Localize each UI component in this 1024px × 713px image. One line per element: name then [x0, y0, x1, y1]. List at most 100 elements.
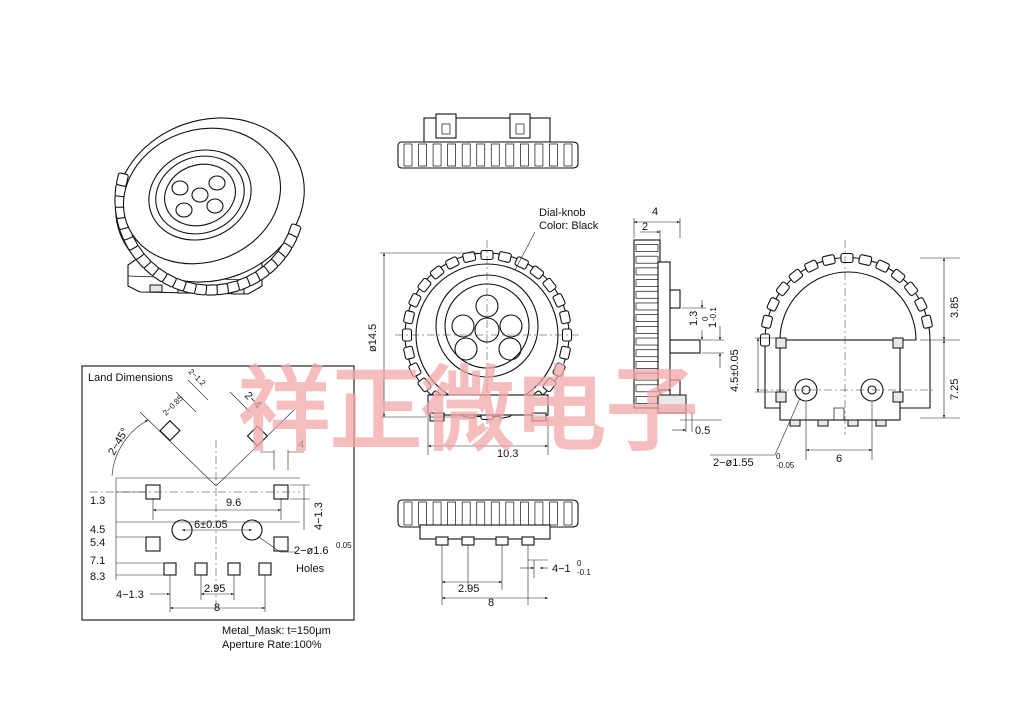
land-diag-4: 2−45° — [106, 426, 131, 457]
knurl-tooth — [445, 256, 460, 270]
rear-holes-sub: -0.05 — [776, 461, 795, 470]
land-dim-holes: 2−ø1.6 — [294, 545, 329, 557]
mask-line-1: Metal_Mask: t=150μm — [222, 625, 331, 637]
front-view: ø14.5 10.3 Dial-knob Color: Black — [367, 207, 599, 460]
knurl-tooth — [542, 377, 557, 393]
land-dim-9-6: 9.6 — [226, 497, 241, 509]
knurl-tooth — [914, 297, 928, 312]
knurl-tooth — [534, 143, 544, 167]
land-dim-6: 6±0.05 — [194, 519, 228, 531]
land-row-4-5: 4.5 — [90, 524, 105, 536]
bottom-dim-8: 8 — [488, 597, 494, 609]
knurl-tooth — [766, 297, 780, 312]
side-view: 4 2 1.3 1 0 -0.1 0.5 — [633, 206, 724, 437]
knurl-tooth — [559, 310, 571, 325]
bottom-dim-pins: 4−1 — [552, 563, 571, 575]
top-view — [397, 113, 579, 169]
land-title: Land Dimensions — [88, 372, 173, 384]
knurl-tooth — [761, 314, 773, 329]
isometric-view — [114, 117, 305, 296]
knurl-tooth — [840, 252, 854, 264]
side-dim-tol-sub: -0.1 — [709, 307, 718, 321]
rear-holes-label: 2−ø1.55 — [713, 457, 754, 469]
bottom-dim-pins-sup: 0 — [577, 559, 582, 568]
knurl-tooth — [559, 345, 571, 360]
land-dim-4-1-3: 4−1.3 — [116, 589, 144, 601]
knurl-tooth — [904, 281, 919, 297]
knurl-tooth — [542, 277, 557, 293]
knurl-tooth — [520, 143, 529, 167]
knurl-tooth — [408, 362, 422, 377]
knurl-tooth — [858, 254, 873, 266]
knurl-tooth — [417, 277, 432, 293]
knurl-tooth — [403, 501, 413, 526]
bottom-view: 2.95 8 4−1 0 -0.1 — [397, 499, 591, 609]
knurl-tooth — [635, 244, 659, 252]
land-diag-2: 2−0.85 — [161, 393, 185, 417]
knurl-tooth — [432, 143, 442, 167]
knurl-tooth — [788, 268, 804, 283]
knurl-tooth — [490, 143, 500, 167]
rear-dim-3-85: 3.85 — [949, 297, 961, 318]
knurl-tooth — [403, 310, 415, 325]
knurl-tooth — [476, 143, 486, 167]
knurl-tooth — [921, 314, 933, 329]
land-top-4: 4 — [298, 439, 304, 451]
side-dim-tol: 1 — [707, 322, 719, 328]
rear-dim-7-25: 7.25 — [949, 379, 961, 400]
land-dim-2-95: 2.95 — [204, 583, 225, 595]
rear-view: 3.85 7.25 4.5±0.05 6 2−ø1.55 0 -0.05 — [710, 240, 961, 470]
knurl-tooth — [418, 143, 427, 167]
side-dim-1-3: 1.3 — [688, 311, 700, 326]
knurl-tooth — [549, 501, 558, 526]
land-holes-label: Holes — [296, 563, 325, 575]
mask-line-2: Aperture Rate:100% — [222, 639, 322, 651]
land-diag-1: 2−1.2 — [187, 367, 208, 388]
knurl-tooth — [804, 259, 819, 273]
land-row-1-3: 1.3 — [90, 495, 105, 507]
knurl-tooth — [821, 254, 836, 266]
knurl-tooth — [403, 143, 413, 167]
knurl-tooth — [497, 251, 512, 263]
rear-dim-height: 4.5±0.05 — [729, 349, 741, 392]
land-dim-holes-sup: 0.05 — [336, 541, 352, 550]
land-row-7-1: 7.1 — [90, 555, 105, 567]
knob-label-1: Dial-knob — [539, 207, 585, 219]
knurl-tooth — [417, 377, 432, 393]
knurl-tooth — [529, 265, 545, 280]
knurl-tooth — [875, 259, 890, 273]
knurl-tooth — [775, 281, 790, 297]
knurl-tooth — [552, 362, 566, 377]
rear-dim-6: 6 — [836, 453, 842, 465]
knurl-tooth — [514, 256, 529, 270]
rear-holes-sup: 0 — [776, 452, 781, 461]
front-diameter-label: ø14.5 — [367, 324, 379, 352]
knurl-tooth — [462, 251, 477, 263]
land-dim-4-1-3-v: 4−1.3 — [313, 502, 325, 530]
knurl-tooth — [635, 255, 659, 264]
bottom-dim-2-95: 2.95 — [458, 583, 479, 595]
knurl-tooth — [461, 143, 471, 167]
knurl-tooth — [429, 265, 445, 280]
knurl-tooth — [447, 143, 456, 167]
side-dim-0-5: 0.5 — [695, 425, 710, 437]
side-dim-4: 4 — [652, 206, 658, 218]
side-dim-tol-sup: 0 — [701, 316, 710, 321]
knurl-tooth — [549, 143, 558, 167]
knurl-tooth — [115, 172, 129, 187]
knob-label-2: Color: Black — [539, 220, 599, 232]
knurl-tooth — [505, 143, 515, 167]
land-dim-8: 8 — [214, 602, 220, 614]
knurl-tooth — [759, 333, 771, 347]
knurl-tooth — [563, 143, 573, 167]
knurl-tooth — [408, 293, 422, 308]
side-dim-2: 2 — [642, 221, 648, 233]
watermark: 祥正微电子 — [238, 357, 698, 464]
front-width-label: 10.3 — [497, 448, 518, 460]
knurl-tooth — [563, 501, 573, 526]
land-row-8-3: 8.3 — [90, 571, 105, 583]
knurl-tooth — [890, 268, 906, 283]
land-row-5-4: 5.4 — [90, 537, 105, 549]
bottom-dim-pins-sub: -0.1 — [577, 568, 591, 577]
